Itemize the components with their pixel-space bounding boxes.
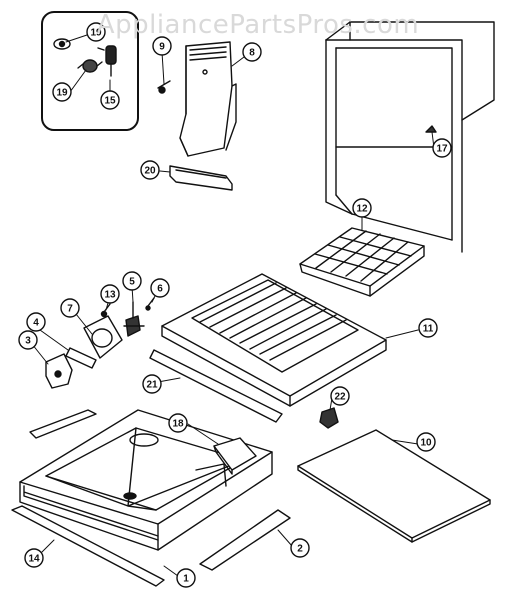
callout-label: 7 xyxy=(67,304,73,315)
shelf-part-11 xyxy=(161,273,387,407)
callout-7: 7 xyxy=(60,298,80,318)
callout-5: 5 xyxy=(122,271,142,291)
bracket-part-4 xyxy=(65,347,97,369)
freezer-cabinet xyxy=(325,21,495,253)
rear-rail xyxy=(29,409,97,439)
callout-label: 19 xyxy=(90,28,102,39)
callout-9: 9 xyxy=(152,36,172,56)
inset-box xyxy=(41,11,139,131)
rail-part-2 xyxy=(199,509,291,571)
glass-shelf-part-10 xyxy=(297,429,491,543)
callout-8: 8 xyxy=(242,42,262,62)
callout-markers: 19 19 15 9 8 17 20 12 13 5 6 7 4 11 3 21 22 18 10 2 14 1 xyxy=(18,22,452,588)
callout-label: 10 xyxy=(420,438,432,449)
callout-label: 18 xyxy=(172,419,184,430)
callout-label: 13 xyxy=(104,290,116,301)
callout-17: 17 xyxy=(432,138,452,158)
callout-19: 19 xyxy=(86,22,106,42)
connector-part-15 xyxy=(97,45,117,77)
clip-part-17 xyxy=(425,125,437,133)
callout-10: 10 xyxy=(416,432,436,452)
callout-label: 22 xyxy=(334,392,346,403)
callout-label: 2 xyxy=(297,544,303,555)
callout-label: 21 xyxy=(146,380,158,391)
bracket-part-20 xyxy=(169,165,233,191)
cap-part-19 xyxy=(53,38,71,50)
callout-label: 15 xyxy=(104,96,116,107)
callout-label: 8 xyxy=(249,48,255,59)
callout-21: 21 xyxy=(142,374,162,394)
callout-label: 4 xyxy=(33,318,39,329)
callout-label: 6 xyxy=(157,284,163,295)
callout-1: 1 xyxy=(176,568,196,588)
callout-11: 11 xyxy=(418,318,438,338)
callout-4: 4 xyxy=(26,312,46,332)
watermark: AppliancePartsPros.com xyxy=(96,10,420,40)
callout-label: 11 xyxy=(423,324,434,335)
callout-18: 18 xyxy=(168,413,188,433)
callout-label: 20 xyxy=(144,166,156,177)
pan-part-18 xyxy=(213,437,257,475)
callout-20: 20 xyxy=(140,160,160,180)
callout-22: 22 xyxy=(330,386,350,406)
callout-label: 9 xyxy=(159,42,165,53)
callout-label: 1 xyxy=(183,574,189,585)
callout-3: 3 xyxy=(18,330,38,350)
callout-label: 17 xyxy=(436,144,448,155)
fan-part-5 xyxy=(123,301,145,337)
fan-shroud-part-7 xyxy=(83,315,123,359)
rail-part-14 xyxy=(11,505,165,587)
callout-label: 5 xyxy=(129,277,135,288)
callout-label: 19 xyxy=(56,88,68,99)
motor-bracket-part-3 xyxy=(45,353,73,389)
trim-strip-part-21 xyxy=(149,349,283,423)
callout-14: 14 xyxy=(24,548,44,568)
clip-part-22 xyxy=(319,407,339,429)
ice-tray-part-12 xyxy=(299,227,425,297)
callout-label: 12 xyxy=(356,204,368,215)
callout-label: 3 xyxy=(25,336,31,347)
callout-2: 2 xyxy=(290,538,310,558)
callout-6: 6 xyxy=(150,278,170,298)
knob-part-19 xyxy=(77,59,103,73)
callout-15: 15 xyxy=(100,90,120,110)
callout-19: 19 xyxy=(52,82,72,102)
callout-13: 13 xyxy=(100,284,120,304)
dispenser-cover-part-8 xyxy=(179,41,237,157)
callout-label: 14 xyxy=(28,554,40,565)
callout-12: 12 xyxy=(352,198,372,218)
screw-part-13 xyxy=(100,303,111,318)
